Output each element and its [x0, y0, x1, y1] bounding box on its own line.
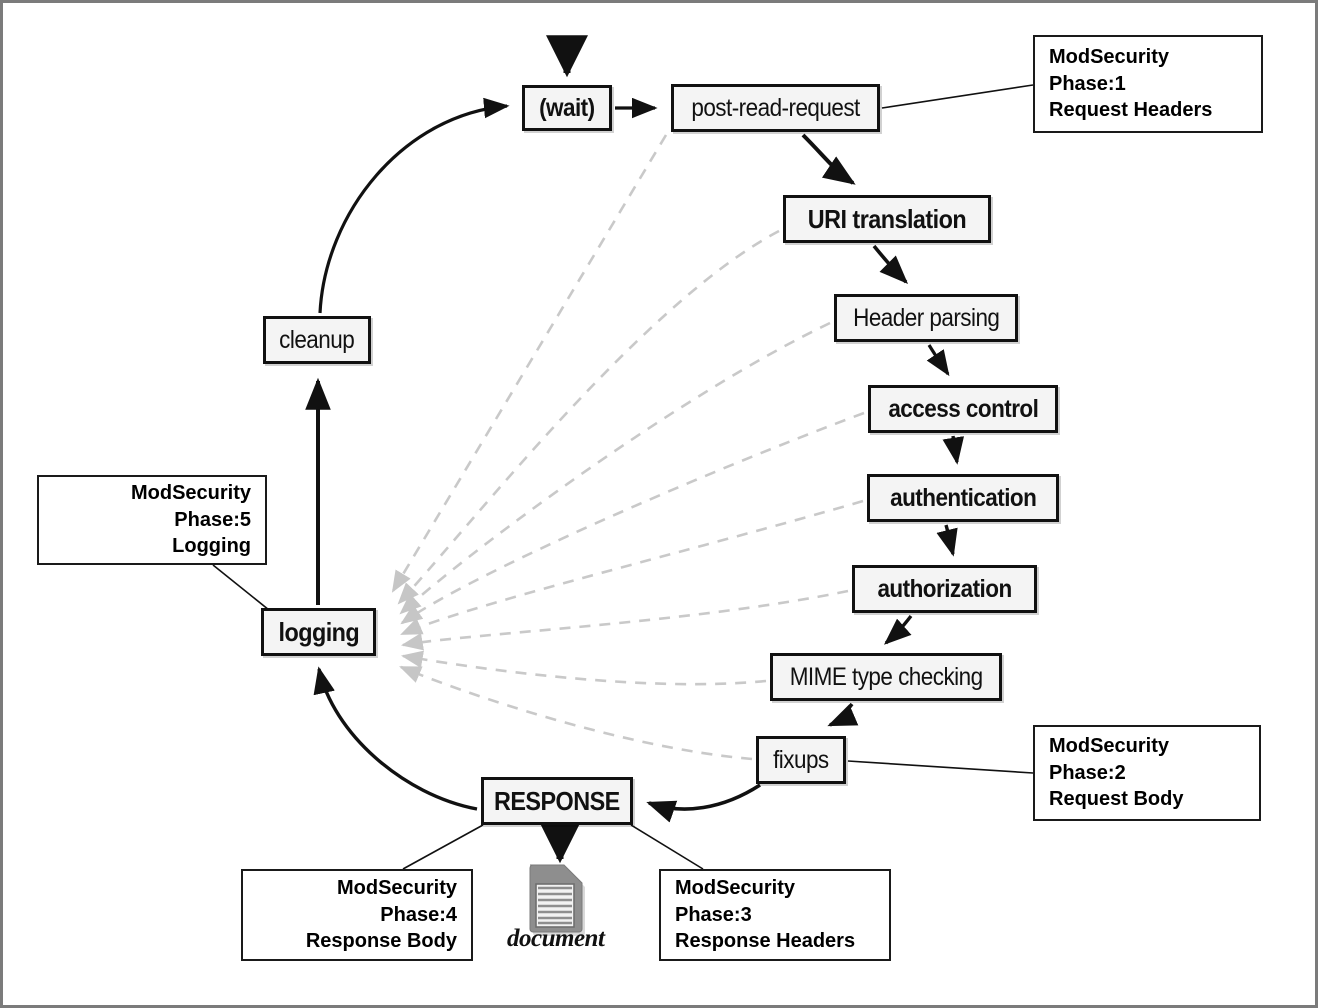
edge-authn-to-authz: [936, 524, 958, 557]
node-cleanup[interactable]: cleanup: [263, 316, 371, 364]
callout-phase-3-line-1: ModSecurity Phase:3: [675, 877, 796, 926]
node-fixups-label: fixups: [773, 745, 829, 774]
node-response-label: RESPONSE: [494, 785, 620, 816]
node-header-parsing-label: Header parsing: [852, 303, 1000, 332]
edge-authz-to-mime: [883, 614, 913, 645]
solid-edge-group: [305, 35, 965, 864]
dashed-edge-authz-to-logging: [400, 589, 849, 651]
dashed-edge-mime-to-logging: [400, 650, 767, 686]
leader-line-phase1: [881, 84, 1034, 109]
node-response[interactable]: RESPONSE: [481, 777, 633, 825]
callout-modsecurity-phase-4: ModSecurity Phase:4 Response Body: [241, 869, 473, 961]
edges-layer: [212, 35, 1034, 870]
edge-header-to-access: [926, 344, 950, 377]
node-mime-type-checking[interactable]: MIME type checking: [770, 653, 1002, 701]
dashed-edge-group: [391, 134, 865, 761]
callout-phase-1-line-2: Request Headers: [1049, 99, 1213, 122]
node-logging[interactable]: logging: [261, 608, 376, 656]
node-authorization-label: authorization: [877, 574, 1012, 603]
callout-phase-5-line-1: ModSecurity Phase:5: [130, 482, 251, 531]
leader-line-phase3: [630, 824, 704, 870]
node-header-parsing[interactable]: Header parsing: [834, 294, 1018, 342]
callout-phase-1-line-1: ModSecurity Phase:1: [1049, 46, 1170, 95]
leader-line-phase4: [402, 824, 484, 870]
node-wait[interactable]: (wait): [522, 85, 612, 131]
node-fixups[interactable]: fixups: [756, 736, 846, 784]
callout-modsecurity-phase-5: ModSecurity Phase:5 Logging: [37, 475, 267, 565]
node-post-read-request-label: post-read-request: [691, 93, 860, 122]
node-uri-translation[interactable]: URI translation: [783, 195, 991, 243]
edge-fixups-to-response: [646, 783, 761, 823]
callout-modsecurity-phase-2: ModSecurity Phase:2 Request Body: [1033, 725, 1261, 821]
node-wait-label: (wait): [539, 93, 595, 122]
callout-phase-4-line-1: ModSecurity Phase:4: [336, 877, 457, 926]
callout-phase-5-line-2: Logging: [172, 535, 251, 558]
leader-line-group: [212, 84, 1034, 870]
node-access-control[interactable]: access control: [868, 385, 1058, 433]
dashed-edge-header-to-logging: [399, 321, 831, 615]
node-mime-type-checking-label: MIME type checking: [789, 662, 983, 691]
node-access-control-label: access control: [887, 394, 1039, 423]
edge-uri-to-header: [872, 244, 909, 285]
edge-response-to-logging: [313, 666, 478, 811]
edge-post-read-to-uri: [801, 133, 856, 185]
dashed-edge-access-to-logging: [400, 411, 865, 625]
dashed-edge-post-read-to-logging: [391, 134, 668, 593]
node-cleanup-label: cleanup: [279, 325, 355, 354]
node-authorization[interactable]: authorization: [852, 565, 1037, 613]
callout-modsecurity-phase-3: ModSecurity Phase:3 Response Headers: [659, 869, 891, 961]
document-icon-label: document: [507, 925, 605, 952]
callout-phase-3-line-2: Response Headers: [675, 930, 856, 953]
node-authentication-label: authentication: [889, 483, 1037, 512]
dashed-edge-uri-to-logging: [397, 229, 780, 605]
edge-mime-to-fixups: [827, 702, 859, 727]
document-icon: [529, 864, 585, 936]
node-post-read-request[interactable]: post-read-request: [671, 84, 880, 132]
dashed-edge-fixups-to-logging: [399, 665, 753, 761]
edge-cleanup-to-wait: [318, 97, 510, 314]
node-logging-label: logging: [278, 616, 359, 647]
edge-access-to-authn: [942, 435, 965, 465]
node-uri-translation-label: URI translation: [807, 203, 967, 234]
callout-phase-2-line-1: ModSecurity Phase:2: [1049, 735, 1170, 784]
leader-line-phase5: [212, 564, 270, 611]
callout-phase-2-line-2: Request Body: [1049, 788, 1184, 811]
callout-phase-4-line-2: Response Body: [305, 930, 457, 953]
callout-modsecurity-phase-1: ModSecurity Phase:1 Request Headers: [1033, 35, 1263, 133]
node-authentication[interactable]: authentication: [867, 474, 1059, 522]
leader-line-phase2: [847, 760, 1034, 774]
